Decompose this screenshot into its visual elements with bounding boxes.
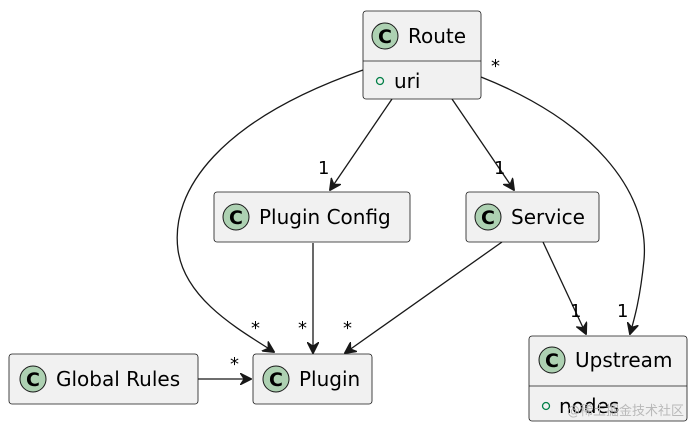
class-badge-icon — [222, 203, 250, 231]
edge-route-service — [451, 98, 514, 190]
mult-route-plugin: * — [251, 318, 260, 339]
class-badge-letter: C — [269, 369, 283, 391]
public-attribute-icon — [541, 401, 551, 411]
class-badge-letter: C — [481, 207, 495, 229]
class-badge-icon — [262, 365, 290, 393]
class-name: Global Rules — [56, 367, 180, 391]
edge-service-plugin — [345, 241, 503, 353]
attribute-uri: uri — [394, 69, 420, 93]
edges — [176, 69, 646, 379]
class-service: C Service — [465, 191, 600, 243]
edge-route-plugin-config — [330, 98, 393, 190]
class-name: Service — [511, 205, 585, 229]
class-badge-letter: C — [545, 350, 559, 372]
class-plugin-config: C Plugin Config — [213, 191, 411, 243]
class-badge-letter: C — [26, 369, 40, 391]
mult-route-plugin-config: 1 — [318, 158, 329, 179]
class-name: Upstream — [575, 348, 672, 372]
mult-service-upstream: 1 — [570, 301, 581, 322]
public-attribute-icon — [375, 76, 385, 86]
edge-route-plugin — [176, 69, 364, 352]
class-name: Route — [408, 24, 466, 48]
multiplicity-labels: * 1 1 * 1 * * 1 * — [230, 56, 628, 375]
watermark: @稀土掘金技术社区 — [567, 403, 684, 419]
class-badge-icon — [538, 346, 566, 374]
class-global-rules: C Global Rules — [8, 353, 199, 405]
edge-route-upstream — [480, 76, 646, 334]
class-route: C Route uri — [362, 10, 482, 100]
class-upstream: C Upstream nodes — [528, 335, 688, 422]
mult-route-service: 1 — [494, 158, 505, 179]
class-name: Plugin Config — [259, 205, 391, 229]
class-name: Plugin — [299, 367, 360, 391]
class-plugin: C Plugin — [252, 353, 373, 405]
mult-plugin-config-plugin: * — [298, 318, 307, 339]
class-badge-icon — [371, 22, 399, 50]
mult-global-rules-plugin: * — [230, 354, 239, 375]
class-badge-icon — [474, 203, 502, 231]
attribute-nodes: nodes — [559, 394, 619, 418]
mult-route-upstream-source: * — [491, 56, 500, 77]
class-badge-icon — [19, 365, 47, 393]
class-badge-letter: C — [378, 26, 392, 48]
mult-service-plugin: * — [343, 318, 352, 339]
edge-service-upstream — [542, 241, 586, 334]
mult-route-upstream-target: 1 — [617, 301, 628, 322]
class-badge-letter: C — [229, 207, 243, 229]
